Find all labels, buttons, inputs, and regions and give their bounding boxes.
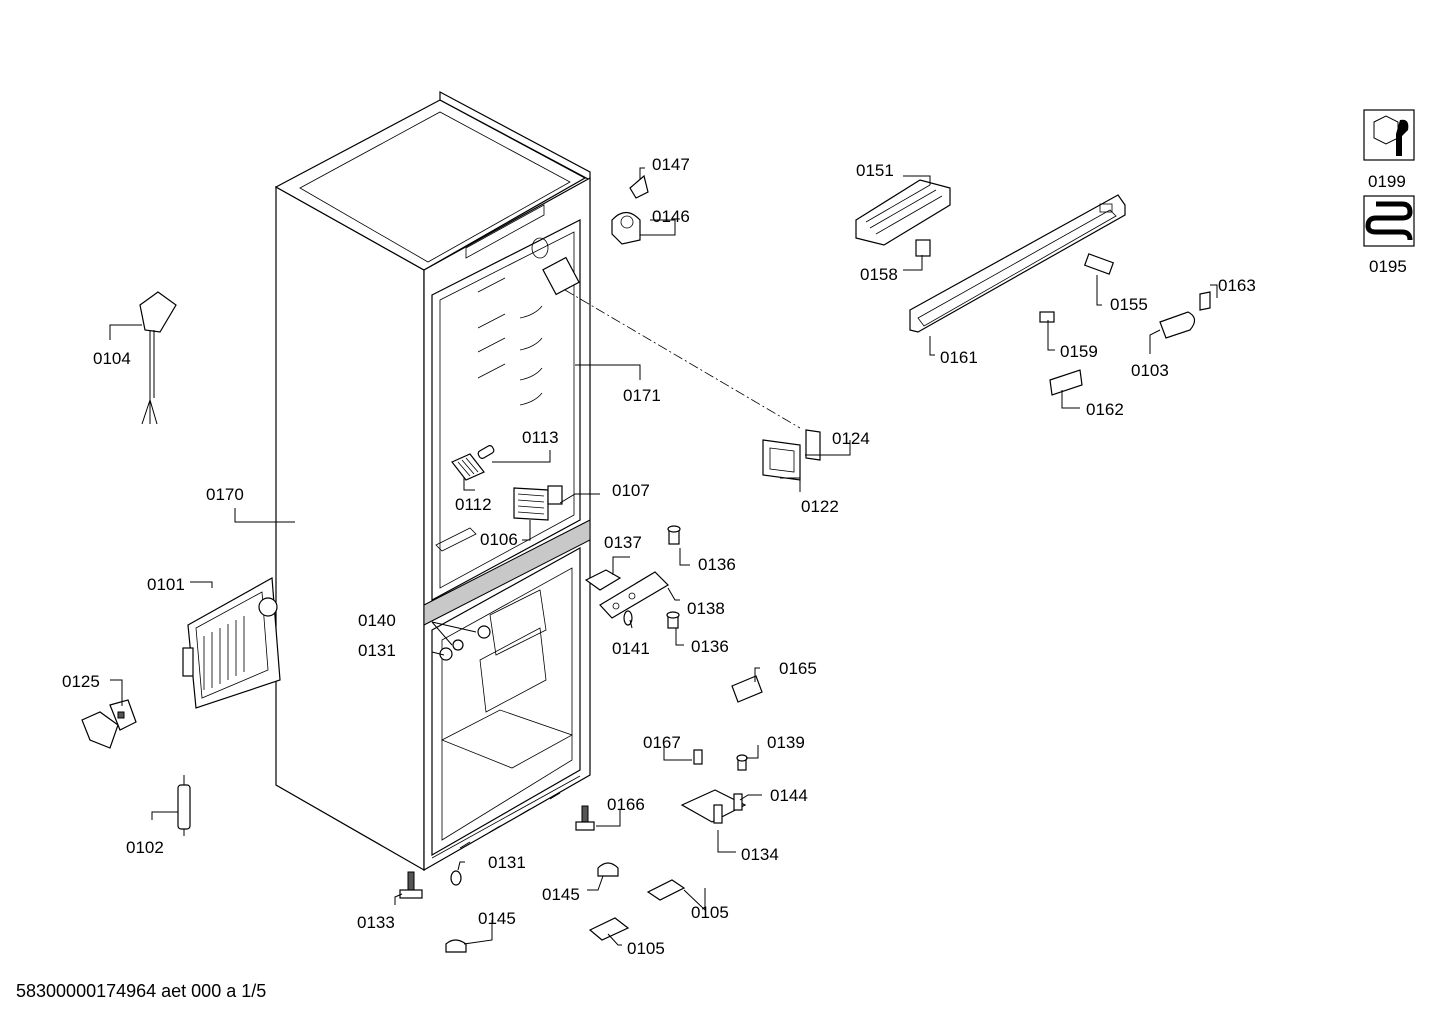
foot-part[interactable] <box>575 805 595 831</box>
label-0105-left[interactable]: 0105 <box>627 939 665 958</box>
label-0159[interactable]: 0159 <box>1060 342 1098 361</box>
label-0136-top[interactable]: 0136 <box>698 555 736 574</box>
label-0133[interactable]: 0133 <box>357 913 395 932</box>
label-0199[interactable]: 0199 <box>1368 172 1406 191</box>
label-0137[interactable]: 0137 <box>604 533 642 552</box>
label-0134[interactable]: 0134 <box>741 845 779 864</box>
hinge-bottom-part[interactable] <box>680 789 747 824</box>
label-0151[interactable]: 0151 <box>856 161 894 180</box>
label-0161[interactable]: 0161 <box>940 348 978 367</box>
control-rail-part[interactable] <box>909 194 1126 333</box>
label-0167[interactable]: 0167 <box>643 733 681 752</box>
power-cord-part[interactable] <box>139 291 177 425</box>
label-0166[interactable]: 0166 <box>607 795 645 814</box>
switch-part[interactable] <box>547 485 563 505</box>
trim-clip-part[interactable] <box>1199 291 1211 311</box>
connector-part[interactable] <box>81 699 137 749</box>
label-0101[interactable]: 0101 <box>147 575 185 594</box>
label-0146[interactable]: 0146 <box>652 207 690 226</box>
label-0107[interactable]: 0107 <box>612 481 650 500</box>
cabinet-housing[interactable] <box>274 91 591 872</box>
label-0171[interactable]: 0171 <box>623 386 661 405</box>
foot-cap-part[interactable] <box>445 939 467 953</box>
small-switch-part[interactable] <box>915 239 931 257</box>
label-0102[interactable]: 0102 <box>126 838 164 857</box>
label-0122[interactable]: 0122 <box>801 497 839 516</box>
small-connector-part[interactable] <box>1039 311 1055 323</box>
cover-cap-part[interactable] <box>597 862 619 877</box>
wrench-service-icon <box>1363 109 1415 161</box>
lamp-part[interactable] <box>477 445 495 460</box>
label-0144[interactable]: 0144 <box>770 786 808 805</box>
cap-part[interactable] <box>450 870 462 886</box>
label-0105-right[interactable]: 0105 <box>691 903 729 922</box>
label-0124[interactable]: 0124 <box>832 429 870 448</box>
screw-part[interactable] <box>736 754 748 771</box>
label-0139[interactable]: 0139 <box>767 733 805 752</box>
fan-grille-part[interactable] <box>513 487 549 521</box>
label-0125[interactable]: 0125 <box>62 672 100 691</box>
adjustable-foot-part[interactable] <box>399 871 423 899</box>
hinge-pin-part[interactable] <box>667 525 681 545</box>
lamp-holder-part[interactable] <box>451 453 485 481</box>
pin-part[interactable] <box>666 611 680 629</box>
label-0113[interactable]: 0113 <box>522 428 559 447</box>
label-0106[interactable]: 0106 <box>480 530 518 549</box>
label-0136-bottom[interactable]: 0136 <box>691 637 729 656</box>
handle-trim-part[interactable] <box>1159 311 1196 339</box>
heating-element-icon <box>1363 195 1415 247</box>
label-0138[interactable]: 0138 <box>687 599 725 618</box>
part-number-labels: 0147 0146 0151 0158 0104 0171 0170 0113 … <box>62 155 1407 958</box>
clip-part[interactable] <box>629 174 649 199</box>
hinge-cover-part[interactable] <box>611 211 641 245</box>
label-0158[interactable]: 0158 <box>860 265 898 284</box>
hinge-top-part[interactable] <box>584 569 669 619</box>
sensor-part[interactable] <box>731 675 763 703</box>
label-0147[interactable]: 0147 <box>652 155 690 174</box>
door-switch-part[interactable] <box>1083 253 1115 275</box>
label-0112[interactable]: 0112 <box>455 495 492 514</box>
control-panel-part[interactable] <box>762 439 801 481</box>
electronic-module-part[interactable] <box>855 179 951 246</box>
label-0170[interactable]: 0170 <box>206 485 244 504</box>
plug-part[interactable] <box>439 625 491 661</box>
stop-part[interactable] <box>693 749 703 765</box>
label-0195[interactable]: 0195 <box>1369 257 1407 276</box>
label-0145-left[interactable]: 0145 <box>478 909 516 928</box>
label-0131-bottom[interactable]: 0131 <box>488 853 526 872</box>
capacitor-part[interactable] <box>177 775 191 836</box>
bracket-a-part[interactable] <box>646 879 686 901</box>
label-0103[interactable]: 0103 <box>1131 361 1169 380</box>
label-part[interactable] <box>805 429 821 461</box>
display-label-part[interactable] <box>1049 369 1083 396</box>
label-0141[interactable]: 0141 <box>612 639 650 658</box>
label-0165[interactable]: 0165 <box>779 659 817 678</box>
back-cover-part[interactable] <box>182 577 281 709</box>
label-0145-right[interactable]: 0145 <box>542 885 580 904</box>
bracket-b-part[interactable] <box>588 917 630 941</box>
label-0155[interactable]: 0155 <box>1110 295 1148 314</box>
label-0163[interactable]: 0163 <box>1218 276 1256 295</box>
leader-lines <box>109 167 1218 946</box>
label-0162[interactable]: 0162 <box>1086 400 1124 419</box>
label-0131-top[interactable]: 0131 <box>358 641 396 660</box>
document-footer: 58300000174964 aet 000 a 1/5 <box>16 981 267 1001</box>
label-0140[interactable]: 0140 <box>358 611 396 630</box>
label-0104[interactable]: 0104 <box>93 349 131 368</box>
